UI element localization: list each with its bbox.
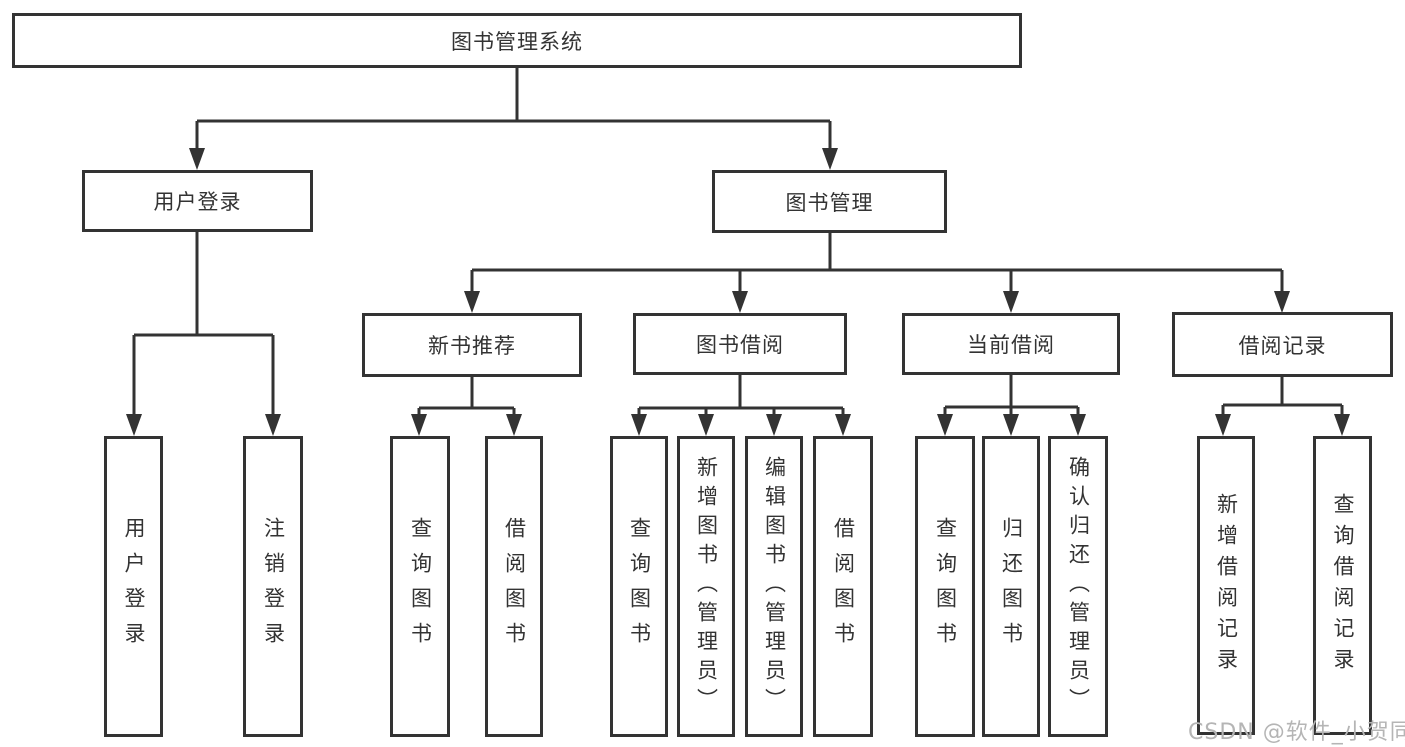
connector-paths <box>132 68 1344 416</box>
leaf-borrow-books-recommend: 借阅图书 <box>485 436 543 737</box>
leaf-query-borrow-record: 查询借阅记录 <box>1313 436 1372 735</box>
node-current-borrow: 当前借阅 <box>902 313 1120 375</box>
leaf-borrow-books: 借阅图书 <box>813 436 873 737</box>
leaf-user-login: 用户登录 <box>104 436 163 737</box>
leaf-edit-book-admin: 编辑图书（管理员） <box>745 436 803 737</box>
node-root-system: 图书管理系统 <box>12 13 1022 68</box>
node-new-book-recommend: 新书推荐 <box>362 313 582 377</box>
leaf-return-books: 归还图书 <box>982 436 1040 737</box>
leaf-logout: 注销登录 <box>243 436 303 737</box>
arrowheads <box>126 148 1350 436</box>
node-book-borrow: 图书借阅 <box>633 313 847 375</box>
leaf-query-books-borrow: 查询图书 <box>610 436 668 737</box>
node-user-login-group: 用户登录 <box>82 170 313 232</box>
node-borrow-record: 借阅记录 <box>1172 312 1393 377</box>
leaf-query-books-current: 查询图书 <box>915 436 975 737</box>
leaf-query-books-recommend: 查询图书 <box>390 436 450 737</box>
leaf-add-book-admin: 新增图书（管理员） <box>677 436 735 737</box>
node-book-management: 图书管理 <box>712 170 947 233</box>
leaf-confirm-return-admin: 确认归还（管理员） <box>1048 436 1108 737</box>
leaf-add-borrow-record: 新增借阅记录 <box>1197 436 1255 735</box>
csdn-watermark: CSDN @软件_小贺同学 <box>1188 720 1405 745</box>
